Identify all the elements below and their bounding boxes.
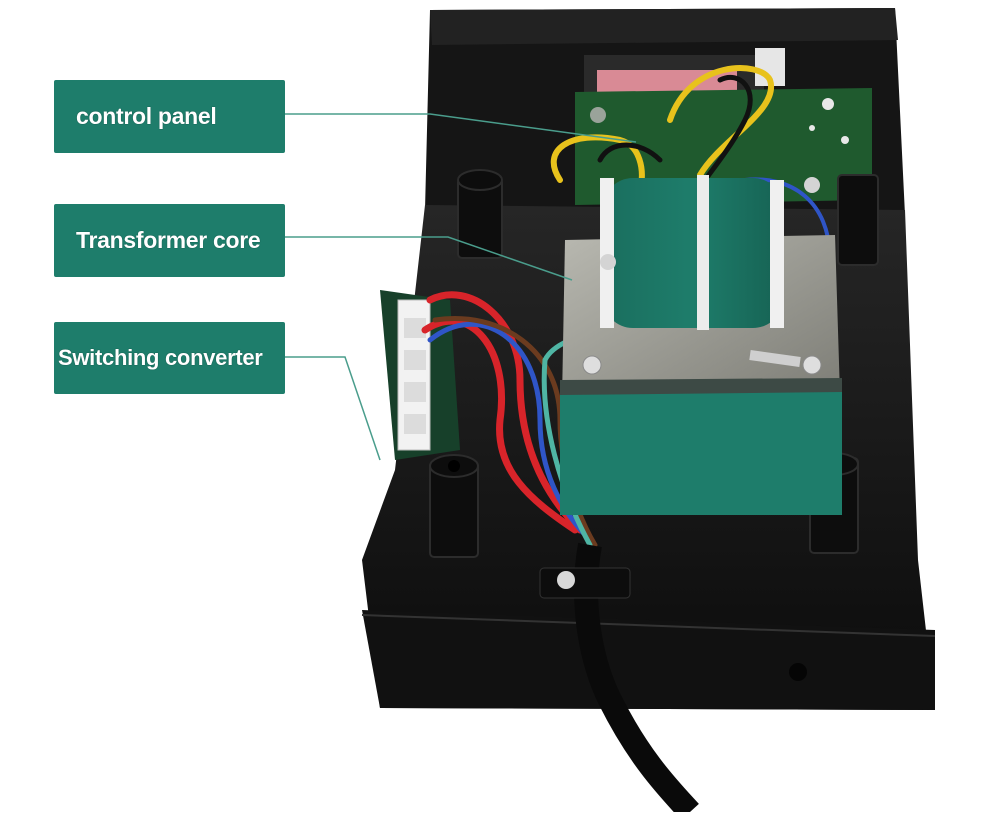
transformer (560, 175, 842, 515)
leader-line-switching-converter (285, 356, 381, 461)
switching-converter-board (380, 290, 460, 460)
power-cable (539, 542, 699, 816)
label-transformer-core: Transformer core (54, 204, 285, 277)
label-control-panel: control panel (54, 80, 285, 153)
label-switching-converter: Switching converter (54, 322, 285, 394)
leader-line-transformer-core (285, 236, 573, 281)
leader-line-control-panel (285, 113, 637, 143)
leader-lines (285, 113, 637, 461)
